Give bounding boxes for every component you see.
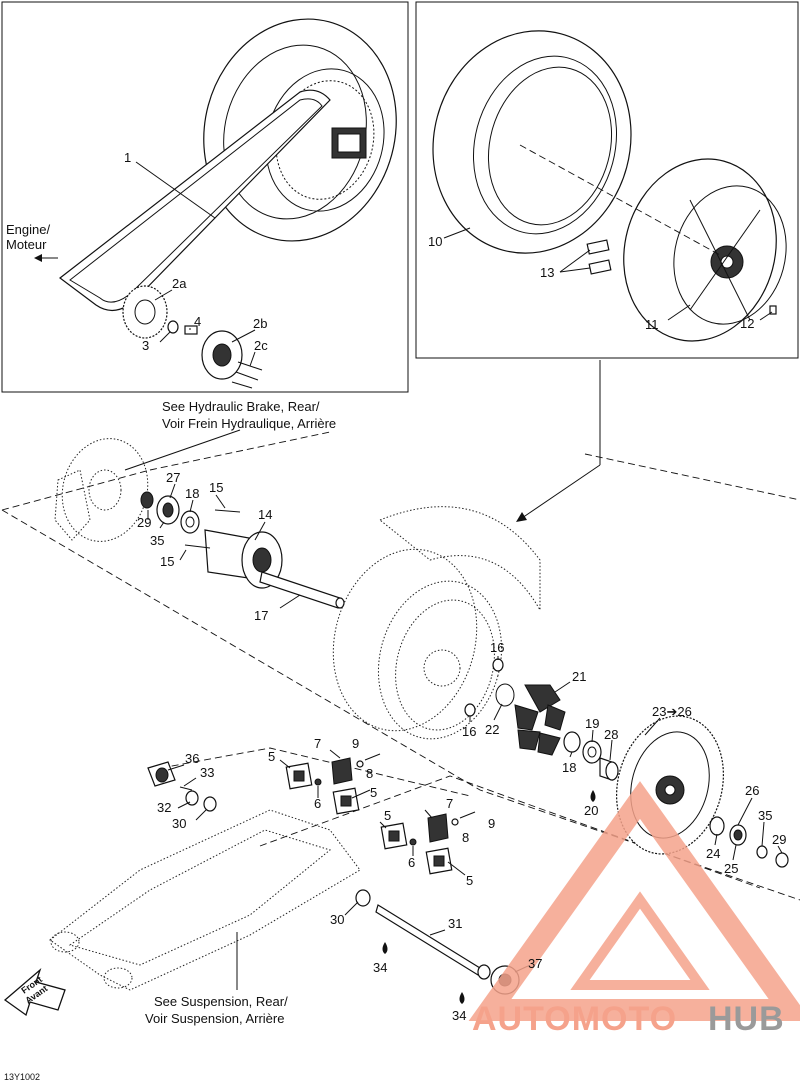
callout-18-left: 18 xyxy=(185,486,199,501)
callout-34-right: 34 xyxy=(452,1008,466,1023)
callout-36: 36 xyxy=(185,751,199,766)
axle-nut-left xyxy=(147,761,217,812)
callout-15-upper: 15 xyxy=(209,480,223,495)
callout-28: 28 xyxy=(604,727,618,742)
callout-31: 31 xyxy=(448,916,462,931)
front-direction-arrow xyxy=(3,967,66,1017)
callout-11: 11 xyxy=(645,317,659,332)
left-hub-parts xyxy=(140,491,345,609)
inset-belt-drive-frame xyxy=(1,1,409,393)
wheel-tire-assembly xyxy=(432,30,787,342)
callout-35-left: 35 xyxy=(150,533,164,548)
callout-9-upper: 9 xyxy=(352,736,359,751)
callout-18-right: 18 xyxy=(562,760,576,775)
callout-7-upper: 7 xyxy=(314,736,321,751)
callout-3: 3 xyxy=(142,338,149,353)
watermark-text-auto-moto: AUTOMOTO xyxy=(472,1000,677,1038)
callout-2a: 2a xyxy=(172,276,187,291)
callout-16-upper: 16 xyxy=(490,640,504,655)
callout-5-a: 5 xyxy=(268,749,275,764)
callout-22: 22 xyxy=(485,722,499,737)
assembly-boundary xyxy=(1,431,800,901)
rear-wheel-dotted xyxy=(332,506,541,740)
adjuster-blocks-lower xyxy=(380,811,476,875)
engine-note-line2: Moteur xyxy=(6,237,47,252)
leader-lines xyxy=(124,429,783,990)
callout-5-c: 5 xyxy=(384,808,391,823)
brake-note-line2: Voir Frein Hydraulique, Arrière xyxy=(162,416,336,431)
adjuster-blocks-upper xyxy=(285,753,381,815)
drawing-code: 13Y1002 xyxy=(4,1072,40,1082)
brake-note-line1: See Hydraulic Brake, Rear/ xyxy=(162,399,320,414)
swing-arm-dotted xyxy=(49,809,361,991)
suspension-note-line2: Voir Suspension, Arrière xyxy=(145,1011,284,1026)
engine-note-line1: Engine/ xyxy=(6,222,50,237)
callout-5-b: 5 xyxy=(370,785,377,800)
callout-32: 32 xyxy=(157,800,171,815)
callout-12: 12 xyxy=(740,316,754,331)
callout-8-lower: 8 xyxy=(462,830,469,845)
callout-7-lower: 7 xyxy=(446,796,453,811)
callout-17: 17 xyxy=(254,608,268,623)
callout-2c: 2c xyxy=(254,338,268,353)
callout-15-lower: 15 xyxy=(160,554,174,569)
callout-37: 37 xyxy=(528,956,542,971)
callout-6-lower: 6 xyxy=(408,855,415,870)
callout-5-d: 5 xyxy=(466,873,473,888)
callout-13: 13 xyxy=(540,265,554,280)
callout-33: 33 xyxy=(200,765,214,780)
callout-23-to-26: 23➔26 xyxy=(652,704,692,719)
callout-34-left: 34 xyxy=(373,960,387,975)
callout-numbers: 1 2a 2b 2c 3 4 10 11 12 13 27 18 15 29 3… xyxy=(124,150,786,1023)
callout-2b: 2b xyxy=(253,316,267,331)
callout-16-lower: 16 xyxy=(462,724,476,739)
callout-19: 19 xyxy=(585,716,599,731)
callout-30-left: 30 xyxy=(172,816,186,831)
callout-14: 14 xyxy=(258,507,272,522)
callout-20: 20 xyxy=(584,803,598,818)
callout-9-lower: 9 xyxy=(488,816,495,831)
callout-29-right: 29 xyxy=(772,832,786,847)
callout-35-right: 35 xyxy=(758,808,772,823)
callout-29-left: 29 xyxy=(137,515,151,530)
inset-wheel-frame xyxy=(415,1,799,359)
callout-6-upper: 6 xyxy=(314,796,321,811)
callout-27: 27 xyxy=(166,470,180,485)
watermark-text-hub: HUB xyxy=(708,1000,785,1038)
suspension-note-line1: See Suspension, Rear/ xyxy=(154,994,288,1009)
callout-21: 21 xyxy=(572,669,586,684)
callout-30-right: 30 xyxy=(330,912,344,927)
brake-disc xyxy=(54,438,149,542)
callout-8-upper: 8 xyxy=(366,766,373,781)
belt-drive-assembly xyxy=(34,18,397,389)
callout-4: 4 xyxy=(194,314,201,329)
callout-10: 10 xyxy=(428,234,442,249)
watermark-logo: AUTOMOTO HUB xyxy=(468,781,800,1038)
callout-24: 24 xyxy=(706,846,720,861)
callout-26: 26 xyxy=(745,783,759,798)
callout-25: 25 xyxy=(724,861,738,876)
callout-1: 1 xyxy=(124,150,131,165)
